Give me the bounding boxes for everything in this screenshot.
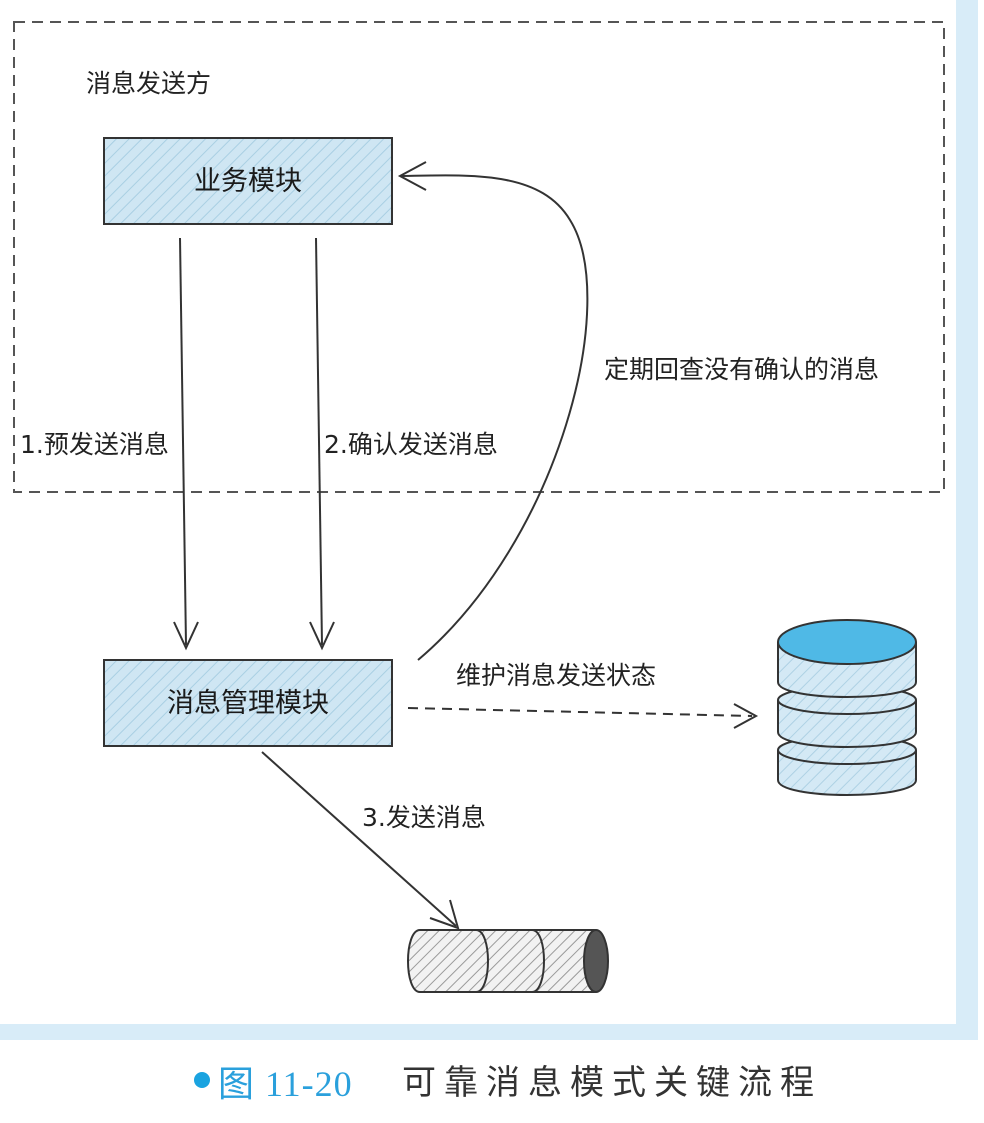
business-module-box	[103, 137, 393, 225]
caption-figure-number: 图 11-20	[218, 1064, 353, 1104]
maintain-status-label: 维护消息发送状态	[456, 661, 656, 690]
send-label: 3.发送消息	[362, 803, 486, 832]
confirm-arrow	[309, 237, 335, 651]
sender-container-label: 消息发送方	[86, 69, 211, 98]
database-icon	[777, 619, 917, 796]
sender-container	[13, 21, 945, 493]
presend-label: 1.预发送消息	[20, 430, 169, 459]
message-module-label: 消息管理模块	[167, 688, 329, 719]
frame-bottom-bar	[0, 1024, 978, 1040]
send-arrow	[261, 751, 460, 930]
caption-bullet-icon	[194, 1072, 210, 1088]
presend-arrow	[173, 237, 199, 651]
confirm-label: 2.确认发送消息	[324, 430, 498, 459]
message-module-box	[103, 659, 393, 747]
check-back-arrow	[397, 161, 589, 661]
caption-title: 可靠消息模式关键流程	[402, 1063, 822, 1103]
message-queue-icon	[407, 929, 609, 993]
business-module-label: 业务模块	[194, 166, 302, 197]
maintain-status-arrow	[407, 703, 759, 729]
check-back-label: 定期回查没有确认的消息	[604, 355, 879, 384]
frame-right-bar	[956, 0, 978, 1040]
